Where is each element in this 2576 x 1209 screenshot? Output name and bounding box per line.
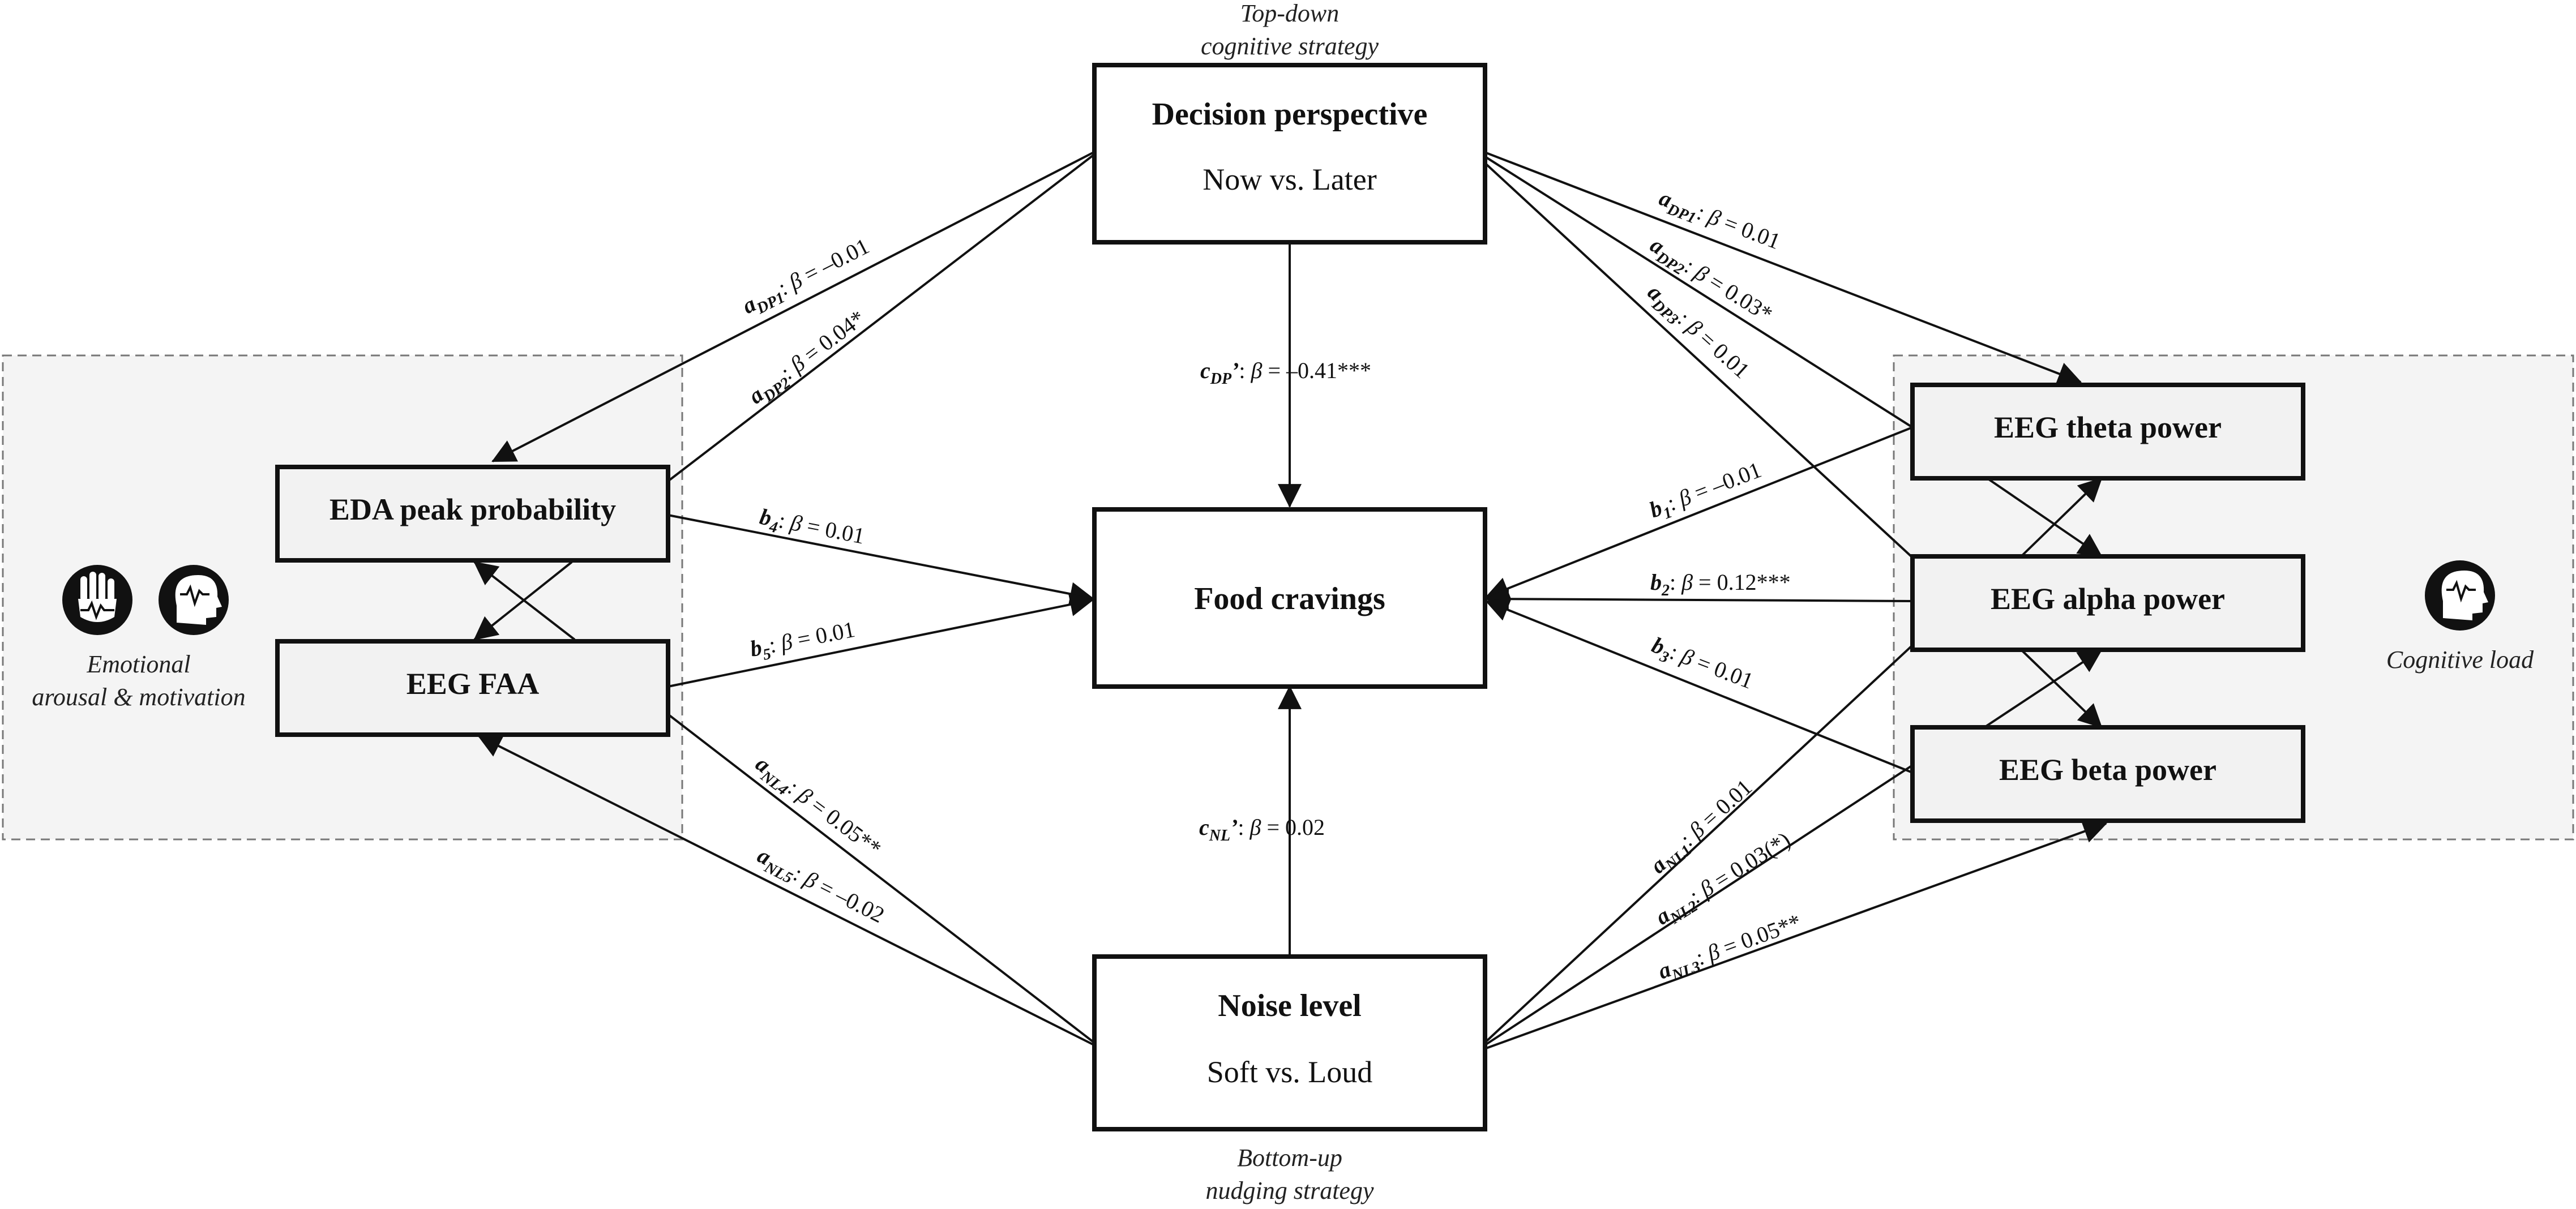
edge-alpha-to-theta bbox=[2020, 477, 2103, 558]
caption-right-line1: Cognitive load bbox=[2386, 646, 2534, 674]
edge-b5 bbox=[667, 593, 1094, 688]
label-cNL: cNL’: β = 0.02 bbox=[1199, 814, 1325, 844]
edge-eda-to-faa bbox=[473, 561, 573, 641]
edge-b4 bbox=[667, 514, 1094, 606]
food-title: Food cravings bbox=[1194, 581, 1385, 616]
edge-theta-to-alpha bbox=[1986, 477, 2103, 558]
edge-alpha-to-beta bbox=[2020, 649, 2103, 728]
decision-subtitle: Now vs. Later bbox=[1203, 162, 1376, 196]
edge-aNL5 bbox=[477, 735, 1093, 1045]
edge-aDP2-left bbox=[667, 155, 1094, 482]
edge-aDP2-right bbox=[1485, 156, 1914, 428]
edge-beta-to-alpha bbox=[1983, 649, 2103, 728]
coef-value: = 0.01 bbox=[1692, 774, 1757, 836]
label-cDP: cDP’: β = –0.41*** bbox=[1200, 358, 1371, 388]
label-b2: b2: β = 0.12*** bbox=[1650, 569, 1791, 599]
caption-top-line2: cognitive strategy bbox=[1201, 32, 1379, 60]
coef-value: = 0.04* bbox=[794, 305, 870, 371]
coef-subscript: 4 bbox=[767, 518, 779, 537]
coef-letter: b bbox=[1650, 569, 1662, 595]
coef-value: = 0.12*** bbox=[1693, 569, 1791, 595]
hand-sensor-icon bbox=[62, 565, 132, 635]
beta-symbol: β bbox=[1251, 358, 1263, 383]
coef-value: = 0.01 bbox=[790, 616, 857, 654]
node-noise: Noise level Soft vs. Loud bbox=[1092, 954, 1487, 1131]
coef-value: = 0.01 bbox=[1715, 208, 1784, 254]
beta-symbol: β bbox=[1250, 814, 1261, 840]
label-b3: b3: β = 0.01 bbox=[1647, 632, 1757, 698]
noise-subtitle: Soft vs. Loud bbox=[1207, 1055, 1373, 1089]
coef-subscript: 5 bbox=[761, 645, 773, 664]
edge-aNL2 bbox=[1485, 764, 1914, 1045]
caption-bottom-line2: nudging strategy bbox=[1206, 1177, 1374, 1204]
label-b4: b4: β = 0.01 bbox=[757, 504, 867, 554]
theta-title: EEG theta power bbox=[1994, 410, 2222, 444]
node-faa: EEG FAA bbox=[275, 639, 670, 737]
caption-bottom: Bottom-up nudging strategy bbox=[1206, 1144, 1374, 1204]
faa-title: EEG FAA bbox=[406, 667, 540, 701]
coef-value: = –0.02 bbox=[810, 871, 889, 928]
brain-head-icon bbox=[2425, 560, 2495, 631]
caption-top: Top-down cognitive strategy bbox=[1201, 0, 1379, 60]
node-theta: EEG theta power bbox=[1910, 383, 2305, 481]
edge-aDP1-left bbox=[491, 152, 1093, 462]
label-aDP1-right: aDP1: β = 0.01 bbox=[1654, 185, 1784, 258]
edge-b3 bbox=[1485, 598, 1913, 774]
edge-b1 bbox=[1485, 426, 1913, 600]
coef-value: = 0.01 bbox=[1690, 321, 1755, 383]
coef-rest: ’: bbox=[1231, 358, 1251, 383]
brain-head-icon bbox=[159, 565, 229, 635]
coef-letter: c bbox=[1199, 814, 1209, 840]
node-food: Food cravings bbox=[1092, 507, 1487, 689]
edge-aNL4 bbox=[667, 713, 1094, 1043]
decision-title: Decision perspective bbox=[1152, 97, 1428, 132]
edge-aNL3 bbox=[1486, 820, 2107, 1049]
edge-aDP1-right bbox=[1486, 152, 2082, 385]
eda-title: EDA peak probability bbox=[330, 492, 616, 526]
node-beta: EEG beta power bbox=[1910, 725, 2305, 823]
coef-subscript: DP bbox=[1210, 370, 1232, 388]
caption-left: Emotional arousal & motivation bbox=[32, 650, 245, 711]
node-eda: EDA peak probability bbox=[275, 465, 670, 563]
coef-value: = –0.01 bbox=[1685, 457, 1765, 508]
coef-rest: ’: bbox=[1230, 814, 1250, 840]
caption-left-line2: arousal & motivation bbox=[32, 683, 245, 711]
coef-subscript: 2 bbox=[1661, 582, 1670, 599]
coef-letter: c bbox=[1200, 358, 1210, 383]
edge-aDP3 bbox=[1485, 163, 1914, 559]
caption-bottom-line1: Bottom-up bbox=[1237, 1144, 1342, 1172]
edge-aNL1 bbox=[1485, 644, 1914, 1043]
beta-symbol: β bbox=[1681, 569, 1693, 595]
noise-title: Noise level bbox=[1218, 988, 1361, 1023]
coef-value: = –0.01 bbox=[795, 233, 874, 290]
edge-b2 bbox=[1484, 587, 1913, 611]
coef-rest: : bbox=[1670, 569, 1681, 595]
caption-right: Cognitive load bbox=[2386, 646, 2534, 674]
coef-value: = 0.05** bbox=[1714, 909, 1804, 962]
alpha-title: EEG alpha power bbox=[1991, 582, 2225, 616]
caption-top-line1: Top-down bbox=[1240, 0, 1339, 27]
coef-value: = 0.03(*) bbox=[1705, 827, 1795, 897]
coef-subscript: NL bbox=[1209, 827, 1230, 844]
coef-value: = 0.02 bbox=[1261, 814, 1325, 840]
beta-title: EEG beta power bbox=[1999, 753, 2216, 787]
coef-value: = –0.41*** bbox=[1262, 358, 1371, 383]
caption-left-line1: Emotional bbox=[86, 650, 190, 678]
node-decision: Decision perspective Now vs. Later bbox=[1092, 63, 1487, 245]
node-alpha: EEG alpha power bbox=[1910, 554, 2305, 652]
